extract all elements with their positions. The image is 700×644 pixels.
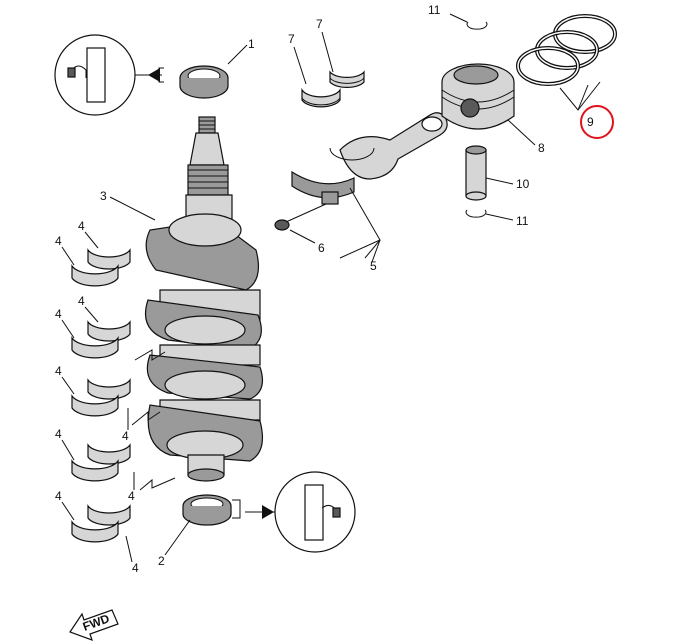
callout-3: 3: [100, 189, 107, 203]
callout-4: 4: [55, 489, 62, 503]
crankshaft: [144, 116, 263, 482]
callout-5: 5: [370, 259, 377, 273]
main-bearing-set-1: [71, 248, 131, 287]
callout-4: 4: [122, 429, 129, 443]
main-bearing-set-3: [71, 378, 131, 417]
piston: [441, 63, 515, 130]
oil-seal-bottom: [182, 494, 232, 526]
callout-7a: 7: [288, 32, 295, 46]
main-bearing-set-2: [71, 320, 131, 359]
seal-detail-bottom: [232, 471, 356, 553]
piston-ring-set: [516, 14, 617, 86]
callout-11a: 11: [428, 3, 441, 17]
callout-9: 9: [587, 115, 594, 129]
seal-detail-top: [54, 34, 164, 116]
piston-pin-clip-top: [466, 21, 488, 30]
callout-4: 4: [55, 427, 62, 441]
conrod-bearing-lower: [301, 88, 341, 108]
callout-4: 4: [55, 234, 62, 248]
piston-pin: [465, 145, 487, 201]
callout-11b: 11: [516, 214, 529, 228]
callout-4: 4: [128, 489, 135, 503]
fwd-arrow-icon: FWD: [69, 609, 119, 641]
callout-4: 4: [55, 364, 62, 378]
highlight-circle: [580, 105, 614, 139]
callout-4: 4: [132, 561, 139, 575]
callout-6: 6: [318, 241, 325, 255]
main-bearing-set-5: [71, 504, 131, 543]
callout-7b: 7: [316, 17, 323, 31]
callout-10: 10: [516, 177, 530, 191]
callout-8: 8: [538, 141, 545, 155]
callout-4: 4: [55, 307, 62, 321]
callout-4: 4: [78, 219, 85, 233]
callout-2: 2: [158, 554, 165, 568]
connecting-rod: [274, 112, 448, 231]
conrod-bearing-upper: [329, 70, 365, 88]
piston-pin-clip-bottom: [465, 209, 487, 218]
oil-seal-top: [179, 65, 229, 99]
callout-1: 1: [248, 37, 255, 51]
main-bearing-set-4: [71, 443, 131, 482]
callout-4: 4: [78, 294, 85, 308]
